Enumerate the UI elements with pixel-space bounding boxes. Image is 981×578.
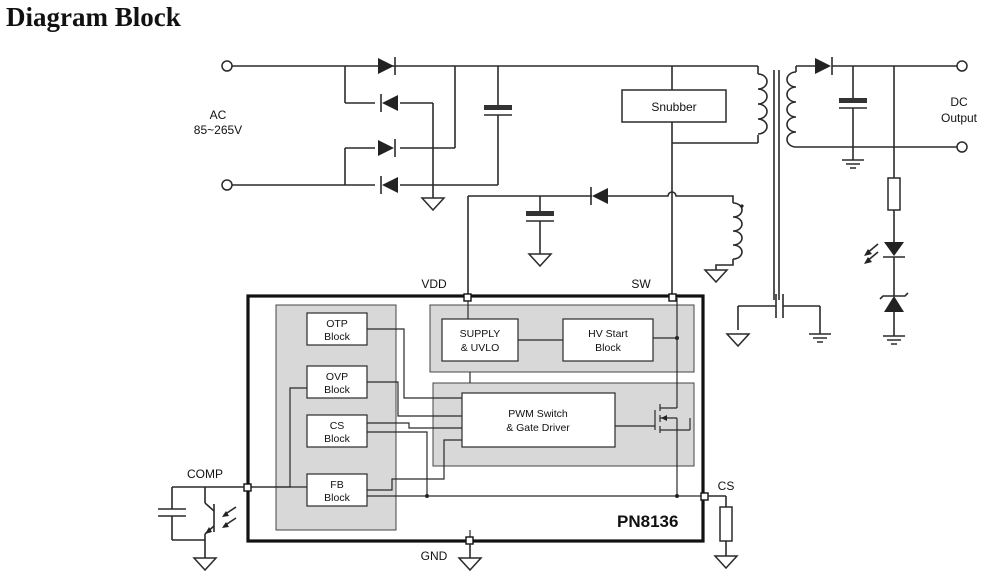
ovp-label-2: Block xyxy=(324,384,350,396)
snubber-label: Snubber xyxy=(651,100,696,114)
feedback-resistor xyxy=(887,177,901,211)
auxiliary-winding xyxy=(467,187,744,297)
fb-block xyxy=(306,473,368,507)
supply-uvlo-block xyxy=(441,318,519,362)
zener-tl431 xyxy=(879,292,909,312)
bridge-rectifier xyxy=(232,57,672,211)
cs-pin-label: CS xyxy=(718,479,735,493)
supply-label-2: & UVLO xyxy=(461,342,500,354)
feedback-network xyxy=(864,66,909,345)
pwm-label-2: & Gate Driver xyxy=(506,422,570,434)
ac-terminal-bottom xyxy=(221,179,233,191)
hv-start-block xyxy=(562,318,654,362)
output-capacitor xyxy=(839,66,867,169)
pwm-label-1: PWM Switch xyxy=(508,408,568,420)
pin-vdd xyxy=(463,293,472,302)
pin-sw xyxy=(668,293,677,302)
pin-cs xyxy=(700,492,709,501)
ac-voltage-label: 85~265V xyxy=(194,123,242,137)
ovp-label-1: OVP xyxy=(326,371,348,383)
snubber-block xyxy=(621,89,727,123)
pin-comp xyxy=(243,483,252,492)
vdd-capacitor xyxy=(526,196,554,267)
dc-output-label: Output xyxy=(941,111,978,125)
dc-label: DC xyxy=(950,95,968,109)
hvstart-label-1: HV Start xyxy=(588,328,628,340)
otp-label-1: OTP xyxy=(326,318,348,330)
gnd-label: GND xyxy=(421,549,448,563)
transformer-primary xyxy=(757,73,768,135)
cs-block xyxy=(306,414,368,448)
fb-label-1: FB xyxy=(330,479,343,491)
diode-d2 xyxy=(380,94,398,112)
bulk-capacitor xyxy=(433,66,512,186)
opto-led xyxy=(864,242,905,264)
pin-gnd xyxy=(465,536,474,545)
cs-label-2: Block xyxy=(324,433,350,445)
page-title: Diagram Block xyxy=(6,2,181,32)
comp-label: COMP xyxy=(187,467,223,481)
dc-terminal-top xyxy=(956,60,968,72)
transformer-secondary xyxy=(786,65,962,148)
comp-network xyxy=(158,486,244,571)
otp-label-2: Block xyxy=(324,331,350,343)
cs-label-1: CS xyxy=(330,420,345,432)
ac-label: AC xyxy=(210,108,227,122)
chip-name: PN8136 xyxy=(617,512,678,531)
supply-label-1: SUPPLY xyxy=(460,328,501,340)
output-diode xyxy=(815,57,960,75)
sw-label: SW xyxy=(631,277,651,291)
cs-resistor xyxy=(708,495,738,569)
dc-terminal-bottom xyxy=(956,141,968,153)
diode-d1 xyxy=(378,57,396,75)
power-mosfet xyxy=(615,404,691,433)
ac-terminal-top xyxy=(221,60,233,72)
fb-label-2: Block xyxy=(324,492,350,504)
y-capacitor xyxy=(726,294,832,347)
diode-d4 xyxy=(380,176,398,194)
hvstart-label-2: Block xyxy=(595,342,621,354)
pwm-driver-block xyxy=(461,392,616,448)
otp-block xyxy=(306,312,368,346)
chip-pn8136 xyxy=(246,294,705,543)
gnd-pin-ground xyxy=(458,544,482,571)
vdd-label: VDD xyxy=(421,277,447,291)
diode-d3 xyxy=(378,139,396,157)
